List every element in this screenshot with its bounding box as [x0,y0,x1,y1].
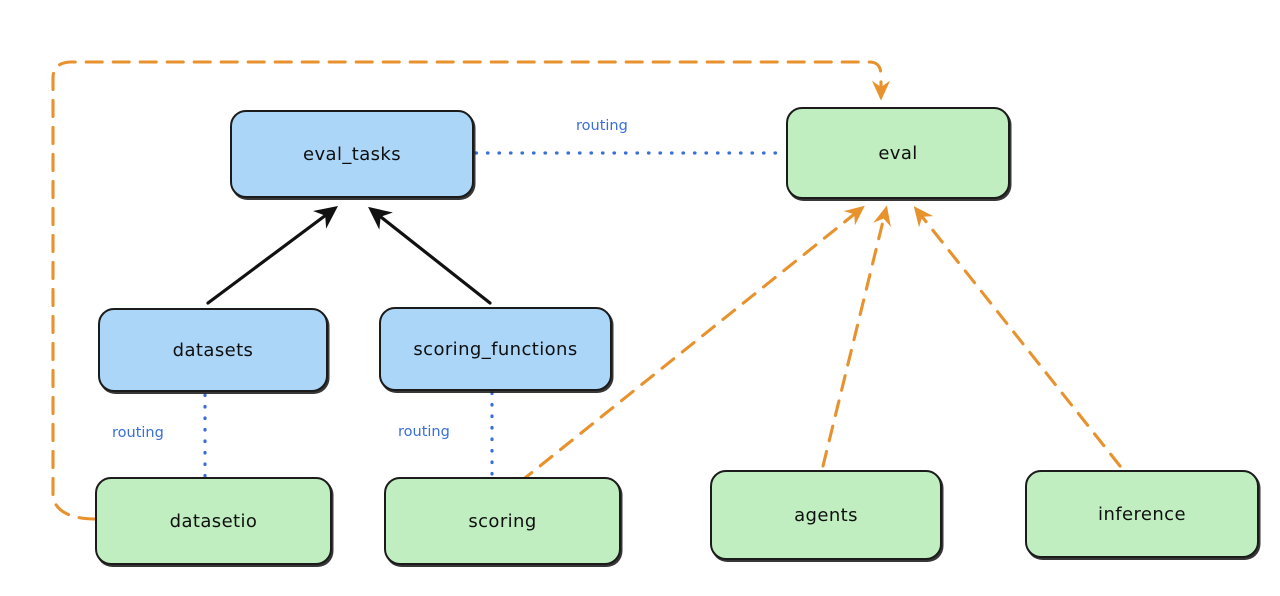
node-label: eval [878,142,918,164]
node-agents[interactable]: agents [710,470,942,560]
node-label: datasets [172,339,254,361]
edge-label-routing-scoring: routing [398,424,450,440]
node-label: inference [1098,503,1186,525]
edge-scoring-to-eval [518,205,865,484]
node-datasetio[interactable]: datasetio [95,477,332,565]
node-scoring-functions[interactable]: scoring_functions [379,307,612,391]
edge-datasets-to-eval_tasks [206,206,339,305]
edge-label-routing-eval: routing [576,118,628,134]
node-label: scoring_functions [413,338,578,360]
node-eval[interactable]: eval [786,107,1010,199]
node-datasets[interactable]: datasets [98,308,328,392]
node-eval-tasks[interactable]: eval_tasks [230,110,474,198]
edge-agents-to-eval [821,205,891,468]
node-label: scoring [468,510,537,532]
node-label: agents [794,504,858,526]
edge-label-routing-datasetio: routing [112,425,164,441]
node-label: eval_tasks [302,143,402,165]
node-label: datasetio [169,510,258,532]
edge-datasetio-to-eval [51,60,891,521]
node-inference[interactable]: inference [1025,470,1259,558]
edge-scoring_functions-to-eval_tasks [368,206,492,305]
node-scoring[interactable]: scoring [384,477,621,565]
edge-inference-to-eval [913,206,1122,468]
